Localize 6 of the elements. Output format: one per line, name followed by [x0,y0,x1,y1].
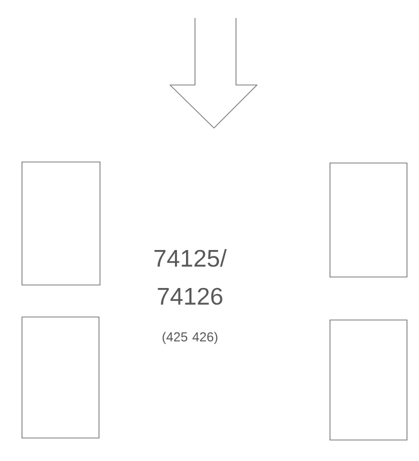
handwritten-label: (425 426) [162,332,218,344]
empty-box [22,316,100,438]
empty-box [330,320,408,440]
handwritten-label: 74125/ 74126 [154,249,227,305]
empty-box [22,162,100,286]
empty-box [330,162,408,278]
